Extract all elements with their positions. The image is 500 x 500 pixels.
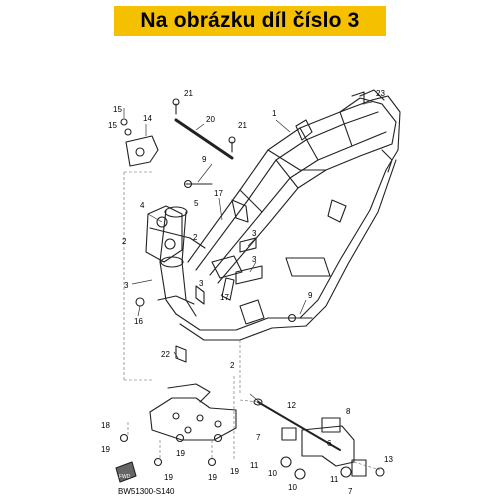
engine-mount-plate [149,383,237,441]
callout-10: 10 [268,469,277,478]
callout-19: 19 [208,473,217,482]
callout-23: 23 [376,89,385,98]
callout-3: 3 [252,255,257,264]
callout-20: 20 [206,115,215,124]
callout-16: 16 [134,317,143,326]
callout-3: 3 [199,279,204,288]
callout-8: 8 [346,407,351,416]
callout-7: 7 [348,487,353,496]
callout-17: 17 [214,189,223,198]
callout-14: 14 [143,114,152,123]
callout-3: 3 [124,281,129,290]
callout-19: 19 [164,473,173,482]
callout-22: 22 [161,350,170,359]
callout-2: 2 [230,361,235,370]
callout-2: 2 [193,233,198,242]
callout-15: 15 [108,121,117,130]
engine-mount-assembly [253,398,385,480]
title-banner: Na obrázku díl číslo 3 [114,6,386,36]
callout-18: 18 [101,421,110,430]
callout-9: 9 [308,291,313,300]
callout-4: 4 [140,201,145,210]
main-frame-part [149,89,401,341]
callout-3: 3 [252,229,257,238]
callout-12: 12 [287,401,296,410]
callout-21: 21 [184,89,193,98]
callout-21: 21 [238,121,247,130]
callout-6: 6 [327,439,332,448]
fwd-label: FWD [119,474,131,480]
title-text: Na obrázku díl číslo 3 [140,9,360,32]
callout-7: 7 [256,433,261,442]
callout-19: 19 [230,467,239,476]
callout-15: 15 [113,105,122,114]
callout-9: 9 [202,155,207,164]
callout-19: 19 [176,449,185,458]
callout-10: 10 [288,483,297,492]
callout-11: 11 [330,475,339,484]
callout-5: 5 [194,199,199,208]
callout-17: 17 [220,293,229,302]
callout-13: 13 [384,455,393,464]
diagram-code: BW51300-S140 [118,487,175,496]
callout-11: 11 [250,461,259,470]
callout-1: 1 [272,109,277,118]
callout-19: 19 [101,445,110,454]
callout-2: 2 [122,237,127,246]
